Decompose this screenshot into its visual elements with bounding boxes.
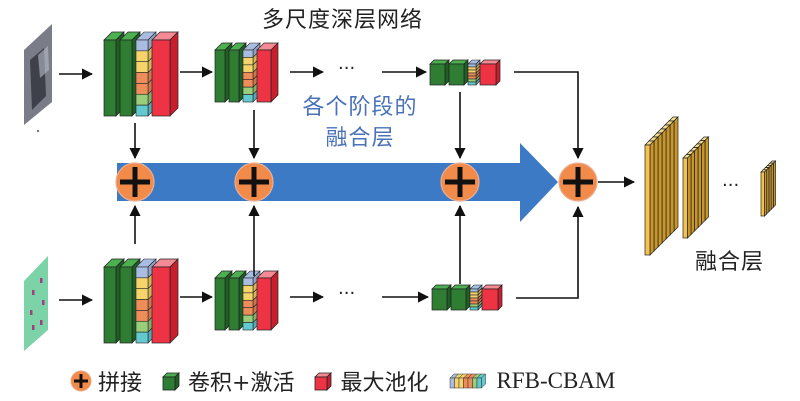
fusion-slice bbox=[760, 168, 768, 217]
rfb-cbam-layer bbox=[469, 284, 483, 311]
top-stage-n bbox=[429, 59, 501, 86]
fusion-slice bbox=[682, 153, 692, 239]
fusion-layer-n bbox=[760, 160, 777, 217]
top-stage-2 bbox=[214, 42, 279, 103]
conv-layer bbox=[431, 284, 452, 311]
bottom-stage-2 bbox=[214, 270, 279, 331]
fusion-layer-2 bbox=[682, 136, 710, 239]
concat-icon bbox=[70, 370, 92, 392]
concat-node-1 bbox=[115, 162, 155, 202]
bottom-ellipsis: ··· bbox=[338, 283, 356, 304]
max-pool-layer bbox=[256, 42, 279, 103]
rfb-cbam-icon bbox=[449, 373, 487, 389]
bottom-stage-1 bbox=[103, 258, 179, 344]
conv-layer bbox=[448, 59, 469, 86]
max-pool-layer bbox=[481, 284, 503, 311]
feature-map-input bbox=[24, 256, 48, 351]
legend-label-rfb: RFB-CBAM bbox=[496, 368, 616, 393]
legend-label-conv: 卷积+激活 bbox=[188, 371, 295, 396]
concat-node-4 bbox=[558, 162, 598, 202]
fusion-ellipsis: ··· bbox=[722, 175, 740, 196]
diagram-title: 多尺度深层网络 bbox=[262, 8, 424, 33]
stage-fusion-label-line-1: 各个阶段的 bbox=[302, 95, 418, 120]
conv-activation-icon bbox=[162, 372, 180, 391]
legend-item-conv: 卷积+激活 bbox=[160, 365, 294, 397]
concat-node-2 bbox=[234, 162, 274, 202]
fusion-layer-label: 融合层 bbox=[695, 250, 765, 275]
stage-fusion-label-line-2: 融合层 bbox=[325, 126, 395, 151]
top-ellipsis: ··· bbox=[338, 58, 356, 79]
fusion-slice bbox=[644, 140, 655, 256]
image-input bbox=[24, 24, 52, 133]
fusion-layer-1 bbox=[644, 116, 679, 256]
legend-label-concat: 拼接 bbox=[98, 371, 143, 396]
stage-fusion-label: 各个阶段的 融合层 bbox=[290, 92, 430, 154]
max-pool-icon bbox=[314, 372, 333, 391]
bottom-stage-n bbox=[431, 284, 503, 311]
rfb-cbam-layer bbox=[467, 59, 481, 86]
legend-item-concat: 拼接 bbox=[70, 365, 142, 397]
max-pool-layer bbox=[151, 258, 179, 344]
conv-layer bbox=[429, 59, 450, 86]
concat-node-3 bbox=[440, 162, 480, 202]
legend-label-pool: 最大池化 bbox=[340, 371, 429, 396]
max-pool-layer bbox=[151, 31, 179, 117]
connector-stagen-to-final-top bbox=[514, 71, 584, 160]
max-pool-layer bbox=[479, 59, 501, 86]
max-pool-layer bbox=[256, 270, 279, 331]
top-stage-1 bbox=[103, 31, 179, 117]
conv-layer bbox=[450, 284, 471, 311]
connector-stagen-to-final-bottom bbox=[516, 205, 584, 299]
stage-fusion-arrow bbox=[117, 143, 558, 222]
legend: 拼接 卷积+激活 最大池化 RFB-CBAM bbox=[70, 366, 633, 396]
legend-item-pool: 最大池化 bbox=[312, 365, 428, 397]
legend-item-rfb: RFB-CBAM bbox=[446, 368, 615, 394]
